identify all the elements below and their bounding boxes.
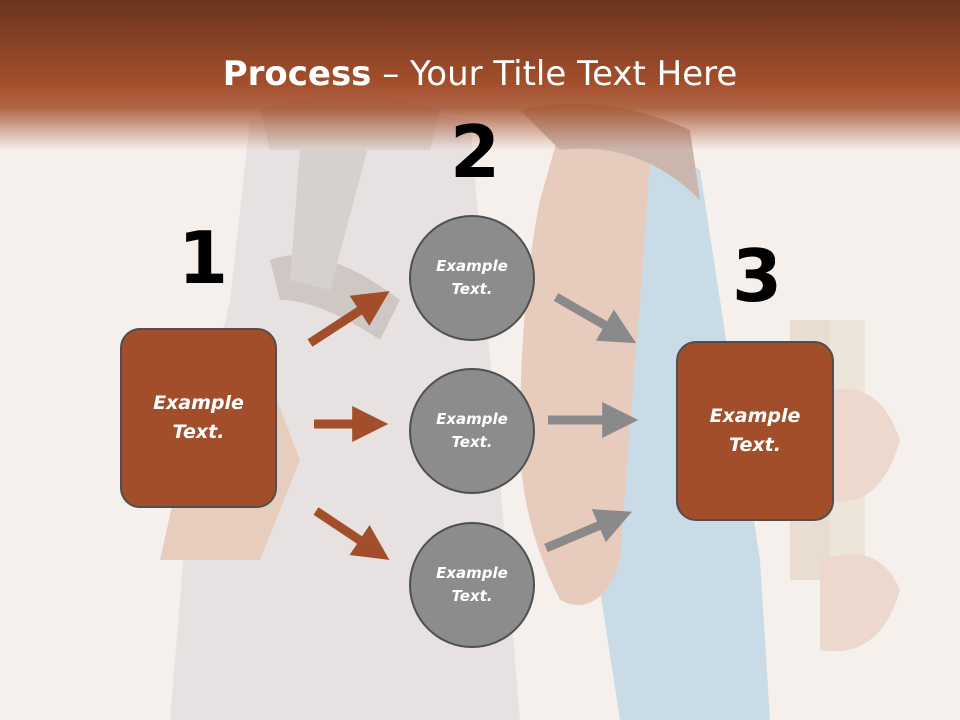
process-box-start-label: Example Text. xyxy=(153,392,244,443)
arrow-to-circle-3 xyxy=(313,507,390,560)
process-circle-1: Example Text. xyxy=(409,215,535,341)
step-number-2: 2 xyxy=(450,110,501,194)
process-box-end-label: Example Text. xyxy=(709,405,801,456)
arrow-from-circle-3 xyxy=(544,509,632,553)
step-number-3: 3 xyxy=(732,234,783,318)
process-circle-1-label: Example Text. xyxy=(436,257,508,298)
arrow-from-circle-1 xyxy=(553,293,637,344)
title-bold: Process xyxy=(222,54,372,94)
slide-title: Process – Your Title Text Here xyxy=(0,52,960,96)
title-rest: – Your Title Text Here xyxy=(371,54,738,94)
step-number-1: 1 xyxy=(178,216,229,300)
header-band xyxy=(0,0,960,150)
process-box-end: Example Text. xyxy=(676,341,834,521)
arrow-to-circle-1 xyxy=(307,291,390,347)
process-circle-3: Example Text. xyxy=(409,522,535,648)
process-circle-3-label: Example Text. xyxy=(436,564,508,605)
process-box-start: Example Text. xyxy=(120,328,277,508)
process-circle-2-label: Example Text. xyxy=(436,410,508,451)
process-circle-2: Example Text. xyxy=(409,368,535,494)
